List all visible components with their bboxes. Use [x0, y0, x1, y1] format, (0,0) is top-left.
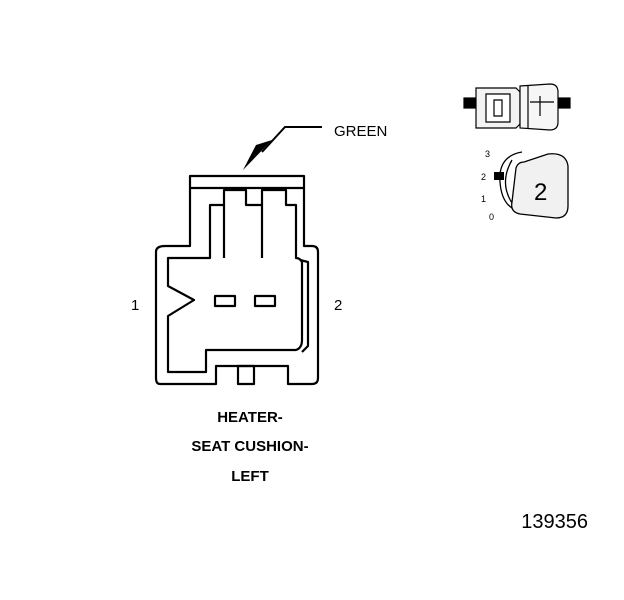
caption-line-1: HEATER- — [217, 409, 283, 426]
pin-label-1: 1 — [131, 297, 139, 314]
pin-label-2: 2 — [334, 297, 342, 314]
caption-line-2: SEAT CUSHION- — [191, 438, 308, 455]
keyway-scale-label-1: 1 — [481, 194, 486, 204]
keyway-scale-label-2: 2 — [481, 172, 486, 182]
keyway-scale-label-3: 3 — [485, 149, 490, 159]
keyway-scale-label-0: 0 — [489, 212, 494, 222]
caption-line-3: LEFT — [231, 468, 269, 485]
connector-face — [154, 174, 320, 386]
keyway-dial — [494, 151, 569, 219]
keyway-selected-number: 2 — [534, 179, 547, 206]
connector-side-view — [463, 83, 571, 131]
figure-number: 139356 — [521, 511, 588, 533]
wire-color-label: GREEN — [334, 123, 387, 140]
wire-color-leader — [243, 126, 322, 170]
